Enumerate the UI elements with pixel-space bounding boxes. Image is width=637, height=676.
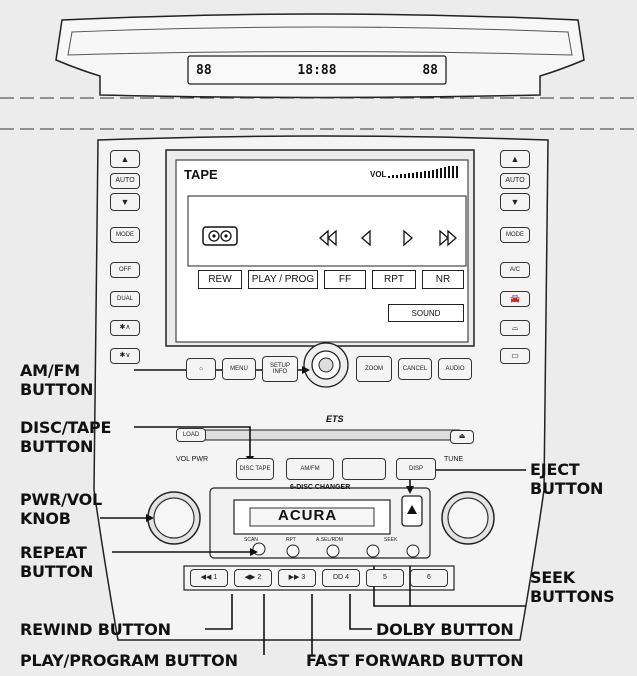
vol-pwr-label: VOL PWR [176,456,209,463]
callout-disc-tape-button: DISC/TAPE BUTTON [20,418,112,456]
right-auto-button[interactable]: AUTO [500,173,530,189]
callout-rewind-button: REWIND BUTTON [20,620,171,639]
setup-info-button[interactable]: SETUP INFO [262,356,298,382]
tune-label: TUNE [444,456,464,463]
load-button[interactable]: LOAD [176,428,206,442]
acura-brand-label: ACURA [278,507,338,524]
rear-defrost-button[interactable]: ▭ [500,348,530,364]
volume-bar-icon [388,166,458,178]
left-temp-up-button[interactable]: ▲ [110,150,140,168]
pwr-vol-knob[interactable] [150,494,198,542]
scan-label: SCAN [244,537,258,543]
right-temp-down-button[interactable]: ▼ [500,193,530,211]
left-auto-button[interactable]: AUTO [110,173,140,189]
callout-dolby-button: DOLBY BUTTON [376,620,514,639]
seek-label: SEEK [384,537,398,543]
callout-eject-button: EJECT BUTTON [530,460,604,498]
disc-tape-button[interactable]: DISC TAPE [236,458,274,480]
eject-disc-button[interactable]: ⏏ [450,430,474,444]
repeat-button[interactable] [287,545,299,557]
callout-play-program-button: PLAY/PROGRAM BUTTON [20,651,238,670]
transport-icons [319,229,457,247]
callout-seek-buttons: SEEK BUTTONS [530,568,615,606]
recirculation-button[interactable]: 🚘 [500,291,530,307]
seek-up-button[interactable] [407,545,419,557]
map-button[interactable]: ⌂ [186,358,216,380]
xm-button[interactable] [342,458,386,480]
rewind-icon: ◀◀ [200,574,212,581]
screen-play-prog-button[interactable]: PLAY / PROG [248,270,318,289]
left-mode-button[interactable]: MODE [110,227,140,243]
seek-down-button[interactable] [367,545,379,557]
left-off-button[interactable]: OFF [110,262,140,278]
tune-knob[interactable] [444,494,492,542]
preset-5-button[interactable]: 5 [366,569,404,587]
cassette-icon [202,226,238,246]
screen-ff-button[interactable]: FF [324,270,366,289]
fast-forward-icon [439,229,457,247]
top-lcd-display: 88 18:88 88 [196,60,438,80]
rpt-label: RPT [286,537,296,543]
preset-6-button[interactable]: 6 [410,569,448,587]
cancel-button[interactable]: CANCEL [398,358,432,380]
preset-1-rewind-button[interactable]: ◀◀ 1 [190,569,228,587]
screen-mode-title: TAPE [184,167,218,182]
screen-nr-button[interactable]: NR [422,270,464,289]
front-defrost-button[interactable]: ⌓ [500,320,530,336]
fan-up-icon: ✱∧ [119,324,131,331]
changer-label: 6-DISC CHANGER [290,484,351,491]
screen-rpt-button[interactable]: RPT [372,270,416,289]
scan-button[interactable] [253,543,265,555]
map-icon: ⌂ [199,366,203,372]
volume-label: VOL [370,170,387,179]
screen-sound-button[interactable]: SOUND [388,304,464,322]
ets-logo: ETS [326,414,344,424]
fan-down-icon: ✱∨ [119,352,131,359]
left-dual-button[interactable]: DUAL [110,291,140,307]
screen-rew-button[interactable]: REW [198,270,242,289]
rewind-icon [319,229,337,247]
ac-button[interactable]: A/C [500,262,530,278]
right-temp-up-button[interactable]: ▲ [500,150,530,168]
eject-icon: ⏏ [458,433,466,440]
am-fm-button[interactable]: AM/FM [286,458,334,480]
top-lcd-clock: 18:88 [297,62,337,78]
fast-forward-icon: ▶▶ [288,574,300,581]
dolby-icon: DD [333,574,344,581]
tape-eject-button[interactable] [402,496,422,526]
callout-repeat-button: REPEAT BUTTON [20,543,94,581]
play-program-icon: ◀▶ [244,574,256,581]
fan-down-button[interactable]: ✱∨ [110,348,140,364]
zoom-button[interactable]: ZOOM [356,356,392,382]
top-lcd-left-temp: 88 [196,62,212,78]
asel-rdm-label: A.SEL/RDM [316,537,343,543]
asel-button[interactable] [327,545,339,557]
preset-4-dolby-button[interactable]: DD 4 [322,569,360,587]
play-forward-icon [403,229,413,247]
front-defrost-icon: ⌓ [511,323,519,332]
fan-up-button[interactable]: ✱∧ [110,320,140,336]
menu-button[interactable]: MENU [222,358,256,380]
top-lcd-right-temp: 88 [422,62,438,78]
preset-2-play-button[interactable]: ◀▶ 2 [234,569,272,587]
play-reverse-icon [361,229,371,247]
callout-pwr-vol-knob: PWR/VOL KNOB [20,490,103,528]
callout-fast-forward-button: FAST FORWARD BUTTON [306,651,524,670]
left-temp-down-button[interactable]: ▼ [110,193,140,211]
rear-defrost-icon: ▭ [511,351,519,360]
car-recirculation-icon: 🚘 [510,294,520,303]
preset-3-ff-button[interactable]: ▶▶ 3 [278,569,316,587]
right-mode-button[interactable]: MODE [500,227,530,243]
disp-button[interactable]: DISP [396,458,436,480]
callout-am-fm-button: AM/FM BUTTON [20,361,94,399]
audio-button[interactable]: AUDIO [438,358,472,380]
